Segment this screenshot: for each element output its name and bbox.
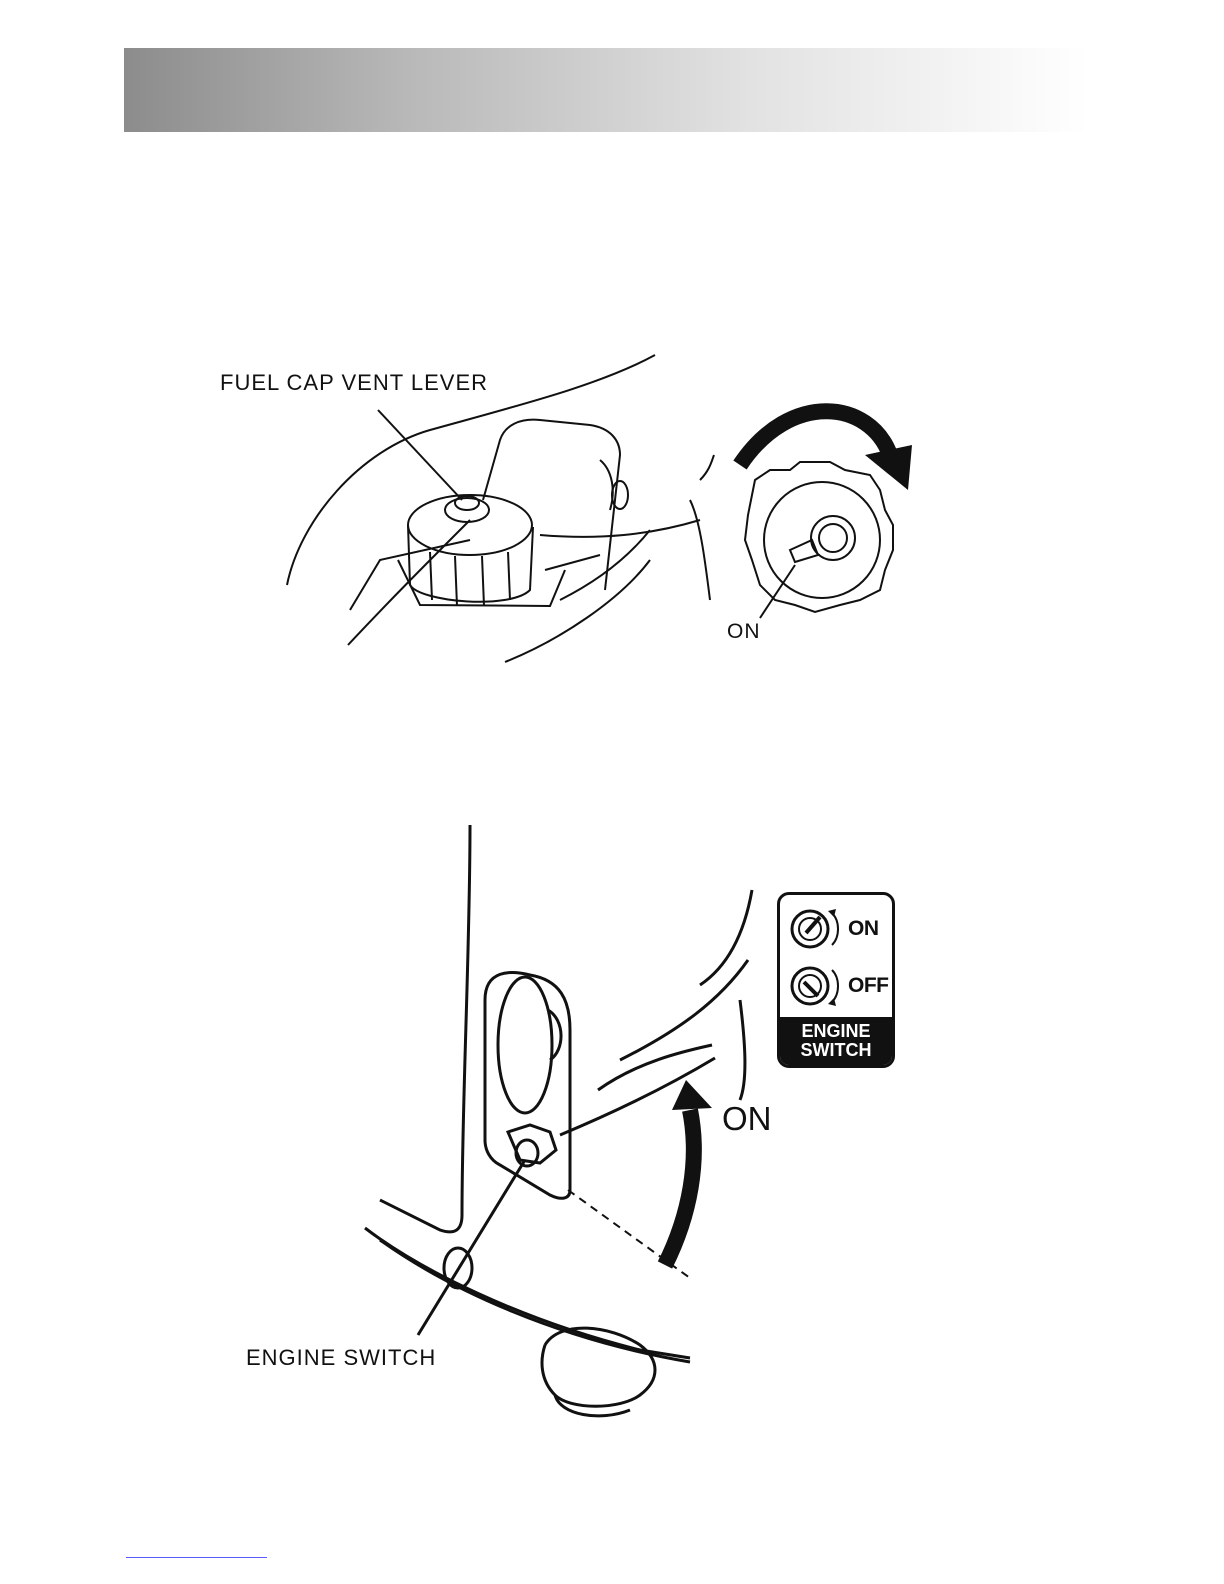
badge-off-text: OFF bbox=[848, 974, 889, 998]
switch-on-icon bbox=[788, 905, 848, 953]
engine-switch-badge: ON OFF ENGINE SWITCH bbox=[777, 892, 895, 1068]
badge-off-row: OFF bbox=[788, 962, 892, 1010]
badge-on-text: ON bbox=[848, 917, 879, 941]
badge-title-line2: SWITCH bbox=[780, 1041, 892, 1060]
engine-on-label: ON bbox=[722, 1100, 772, 1138]
engine-switch-label: ENGINE SWITCH bbox=[246, 1345, 436, 1371]
badge-on-row: ON bbox=[788, 905, 892, 953]
badge-title: ENGINE SWITCH bbox=[780, 1017, 892, 1065]
footer-rule bbox=[126, 1557, 267, 1558]
switch-off-icon bbox=[788, 962, 848, 1010]
badge-title-line1: ENGINE bbox=[780, 1022, 892, 1041]
